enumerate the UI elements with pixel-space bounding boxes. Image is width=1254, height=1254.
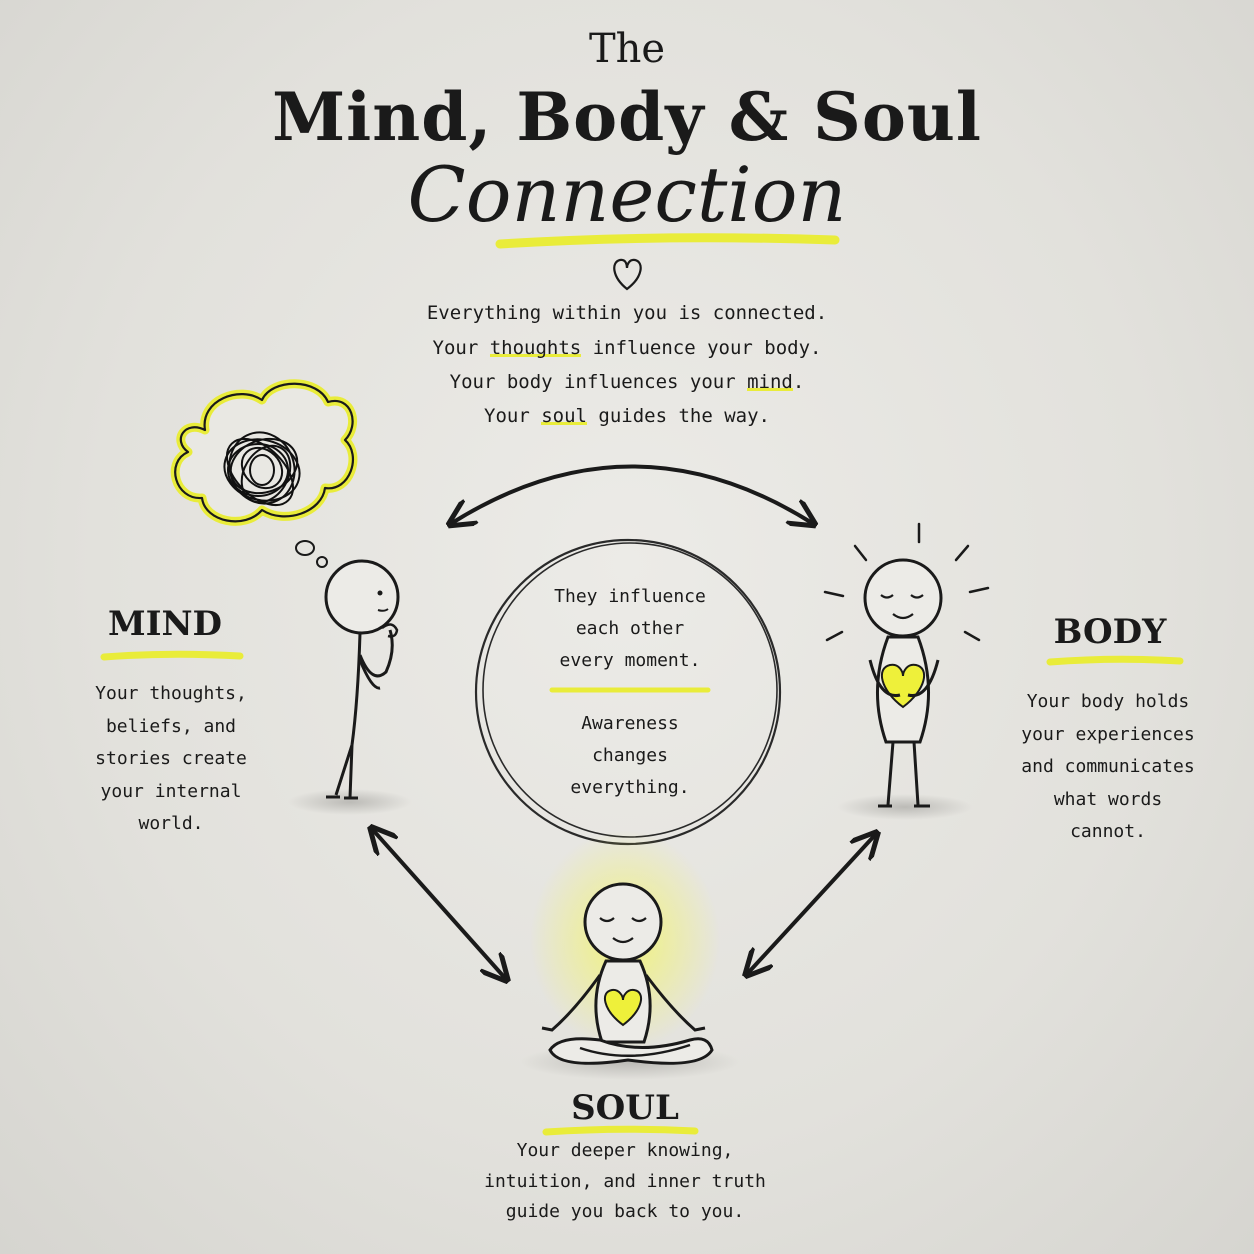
intro-text: influence your body. [581,337,822,359]
intro-text: guides the way. [586,405,770,427]
center-line: each other [575,618,685,639]
intro-text: . [792,371,805,393]
intro-highlight: soul [541,405,587,427]
soul-line: Your deeper knowing, [516,1140,734,1161]
mind-highlight [100,650,244,661]
body-line: what words [1053,788,1163,810]
mind-line: world. [138,813,204,834]
center-line: every moment. [559,650,701,671]
connection-highlight [495,233,840,249]
soul-line: guide you back to you. [505,1201,745,1222]
sun-rays-icon [823,522,990,642]
mind-line: stories create [95,748,247,769]
mind-line: beliefs, and [105,715,237,737]
body-highlight [1046,655,1184,666]
mind-figure [170,379,412,815]
soul-highlight [542,1125,699,1136]
body-line: your experiences [1021,723,1195,745]
body-figure [823,522,990,820]
body-line: and communicates [1021,756,1195,777]
intro-highlight: thoughts [489,337,582,359]
soul-label: SOUL [571,1088,679,1128]
intro-line-4: Your soul guides the way. [0,405,1254,427]
double-arrow-icon [452,464,812,524]
center-line: They influence [554,586,706,607]
title-the: The [588,26,666,72]
intro-highlight: mind [747,371,793,393]
heart-icon [603,988,643,1027]
body-label: BODY [1053,612,1167,652]
intro-line-3: Your body influences your mind. [0,371,1254,393]
body-description: Your body holds your experiences and com… [995,686,1221,849]
body-line: cannot. [1070,821,1146,842]
center-text-top: They influence each other every moment. [518,581,742,677]
center-line: Awareness [581,713,679,734]
soul-figure [520,830,740,1080]
heart-icon [613,258,642,291]
mind-description: Your thoughts, beliefs, and stories crea… [58,678,284,841]
intro-line-1: Everything within you is connected. [426,302,828,324]
mind-label: MIND [107,604,223,644]
double-arrow-icon [748,835,875,973]
tangled-scribble-icon [223,431,301,506]
center-text-bottom: Awareness changes everything. [518,708,742,804]
intro-text: Your body influences your [449,371,748,393]
double-arrow-icon [373,830,505,978]
title-script: Connection [407,150,847,239]
mind-line: Your thoughts, [95,683,247,704]
soul-line: intuition, and inner truth [484,1170,766,1192]
mind-line: your internal [100,780,242,802]
center-line: everything. [570,777,690,798]
intro-line-2: Your thoughts influence your body. [0,337,1254,359]
page-title: Mind, Body & Soul [272,78,982,156]
center-line: changes [592,745,668,766]
intro-text: Your [484,405,542,427]
body-line: Your body holds [1026,691,1190,712]
intro-text: Your [432,337,490,359]
soul-description: Your deeper knowing, intuition, and inne… [440,1136,810,1228]
